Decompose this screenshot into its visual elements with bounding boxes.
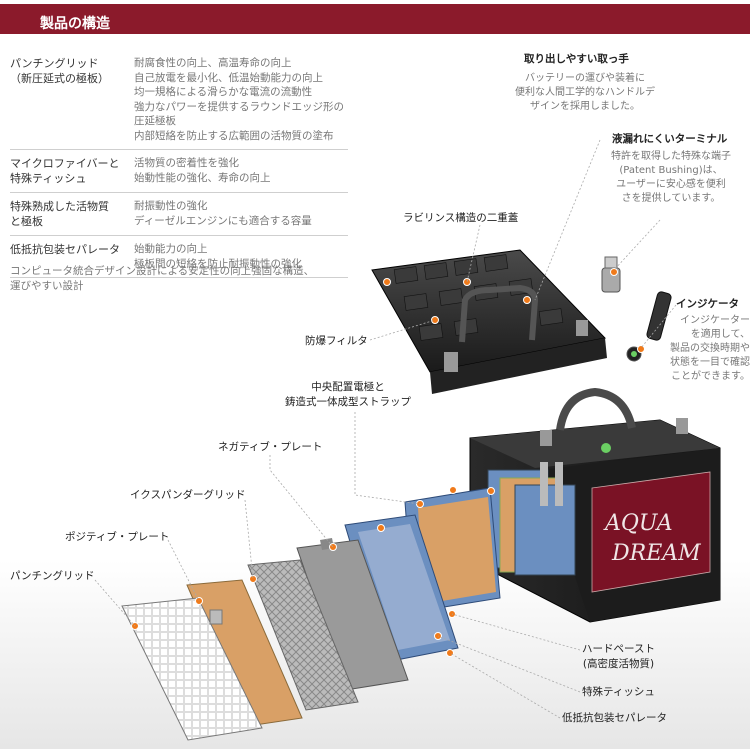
marker-dot — [449, 486, 457, 494]
feature-name: 低抵抗包装セパレータ — [10, 243, 120, 256]
special-tissue-label: 特殊ティッシュ — [582, 686, 655, 698]
marker-dot — [249, 575, 257, 583]
indicator-desc: インジケーター を適用して、 製品の交換時期や 状態を一目で確認 ことができます… — [670, 315, 750, 382]
handle-title: 取り出しやすい取っ手 — [524, 53, 629, 65]
marker-dot — [463, 278, 471, 286]
cell-stack — [487, 462, 576, 576]
marker-dot — [523, 296, 531, 304]
punching-grid — [121, 597, 263, 741]
handle-desc: バッテリーの運びや装着に 便利な人間工学的なハンドルデ ザインを採用しました。 — [515, 73, 655, 112]
marker-dot — [487, 487, 495, 495]
feature-row: 特殊熟成した活物質 と極板 耐振動性の強化 ディーゼルエンジンにも適合する容量 — [10, 193, 348, 236]
battery-brand-line1: AQUA — [603, 511, 673, 536]
feature-desc: 活物質の密着性を強化 始動性能の強化、寿命の向上 — [134, 157, 271, 184]
feature-name: パンチングリッド （新圧延式の極板） — [10, 57, 109, 85]
expander-grid-label: イクスパンダーグリッド — [130, 489, 246, 501]
marker-dot — [329, 543, 337, 551]
feature-desc: 始動能力の向上 極板間の短絡を防止耐振動性の強化 — [134, 243, 302, 270]
battery-lid — [371, 249, 607, 394]
marker-dot — [377, 524, 385, 532]
feature-desc: 耐振動性の強化 ディーゼルエンジンにも適合する容量 — [134, 200, 312, 227]
battery-brand-line2: DREAM — [611, 541, 701, 566]
hard-paste-label: ハードペースト (高密度活物質) — [582, 643, 655, 670]
section-header-bar: 製品の構造 — [0, 4, 750, 34]
marker-dot — [637, 345, 645, 353]
terminal-desc: 特許を取得した特殊な端子 (Patent Bushing)は、 ユーザーに安心感… — [611, 151, 731, 204]
feature-row: マイクロファイバーと 特殊ティッシュ 活物質の密着性を強化 始動性能の強化、寿命… — [10, 150, 348, 193]
indicator-title: インジケータ — [676, 298, 739, 310]
design-summary: コンピュータ統合デザイン設計による安定性の向上強固な構造、 運びやすい設計 — [10, 265, 315, 292]
terminal-title: 液漏れにくいターミナル — [612, 133, 728, 145]
feature-row: パンチングリッド （新圧延式の極板） 耐腐食性の向上、高温寿命の向上 自己放電を… — [10, 50, 348, 150]
marker-dot — [610, 268, 618, 276]
marker-dot — [383, 278, 391, 286]
feature-desc: 耐腐食性の向上、高温寿命の向上 自己放電を最小化、低温始動能力の向上 均一規格に… — [134, 57, 344, 142]
feature-name: 特殊熟成した活物質 と極板 — [10, 200, 109, 228]
feature-row: 低抵抗包装セパレータ 始動能力の向上 極板間の短絡を防止耐振動性の強化 — [10, 236, 348, 278]
section-title: 製品の構造 — [40, 16, 110, 32]
labyrinth-label: ラビリンス構造の二重蓋 — [403, 212, 519, 224]
separator-label: 低抵抗包装セパレータ — [562, 712, 667, 724]
punching-grid-label: パンチングリッド — [10, 570, 95, 582]
explosion-filter-label: 防爆フィルタ — [305, 335, 368, 347]
marker-dot — [446, 649, 454, 657]
feature-table: パンチングリッド （新圧延式の極板） 耐腐食性の向上、高温寿命の向上 自己放電を… — [10, 50, 348, 278]
feature-name: マイクロファイバーと 特殊ティッシュ — [10, 157, 120, 185]
leader-lines — [94, 139, 677, 719]
positive-plate-label: ポジティブ・プレート — [65, 531, 170, 543]
negative-plate-label: ネガティブ・プレート — [218, 441, 323, 453]
expander-grid — [247, 559, 359, 711]
center-electrode-label: 中央配置電極と 鋳造式一体成型ストラップ — [285, 381, 411, 408]
